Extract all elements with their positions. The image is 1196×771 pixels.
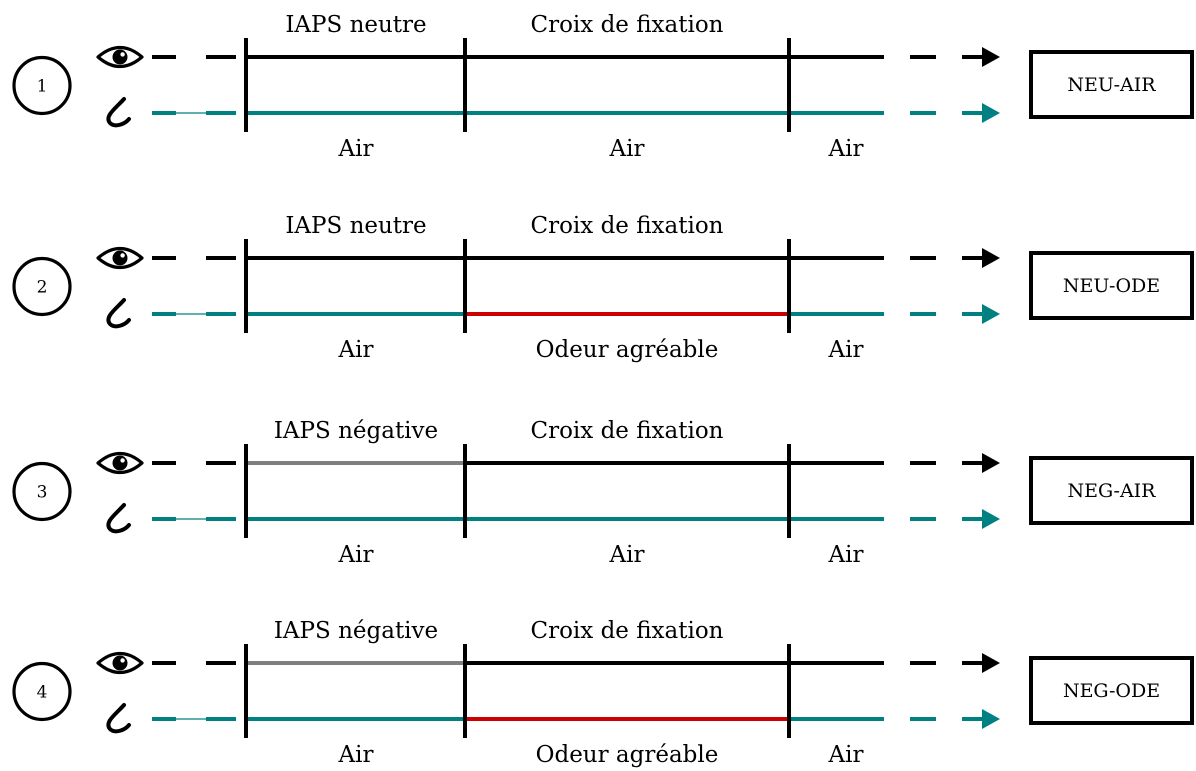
condition-number: 4 — [37, 683, 48, 703]
visual-label: Croix de fixation — [530, 12, 723, 38]
eye-glint — [120, 658, 125, 663]
visual-label: Croix de fixation — [530, 418, 723, 444]
visual-arrow-head — [982, 47, 1000, 67]
visual-label: IAPS neutre — [285, 12, 426, 38]
odor-label: Air — [609, 136, 645, 162]
odor-label: Air — [828, 542, 864, 568]
eye-glint — [120, 253, 125, 258]
visual-arrow-head — [982, 453, 1000, 473]
nose-icon — [106, 298, 131, 329]
odor-label: Odeur agréable — [536, 337, 719, 363]
odor-label: Air — [338, 337, 374, 363]
condition-code: NEG-ODE — [1063, 680, 1160, 702]
odor-arrow-head — [982, 103, 1000, 123]
condition-code-box — [1029, 656, 1194, 725]
condition-code: NEU-ODE — [1063, 275, 1160, 297]
condition-number-circle — [12, 461, 72, 522]
odor-label: Air — [828, 742, 864, 768]
odor-label: Air — [828, 337, 864, 363]
eye-glint — [120, 52, 125, 57]
eye-pupil — [112, 455, 128, 471]
odor-arrow-head — [982, 709, 1000, 729]
nose-icon — [106, 503, 131, 534]
visual-arrow-head — [982, 248, 1000, 268]
condition-code: NEG-AIR — [1068, 480, 1157, 502]
condition-code-box — [1029, 456, 1194, 525]
eye-icon — [96, 451, 144, 475]
nose-icon — [106, 703, 131, 734]
eye-glint — [120, 458, 125, 463]
odor-label: Air — [609, 542, 645, 568]
odor-label: Air — [338, 742, 374, 768]
condition-code-box — [1029, 251, 1194, 320]
eye-icon — [96, 651, 144, 675]
odor-arrow-head — [982, 304, 1000, 324]
condition-code: NEU-AIR — [1067, 74, 1156, 96]
odor-label: Air — [828, 136, 864, 162]
visual-label: IAPS négative — [274, 618, 438, 644]
odor-arrow-head — [982, 509, 1000, 529]
visual-label: Croix de fixation — [530, 618, 723, 644]
eye-icon — [96, 45, 144, 69]
condition-number: 1 — [37, 77, 48, 97]
odor-label: Air — [338, 542, 374, 568]
visual-label: IAPS négative — [274, 418, 438, 444]
condition-number-circle — [12, 256, 72, 317]
condition-number-circle — [12, 55, 72, 116]
condition-number: 3 — [37, 483, 48, 503]
visual-label: IAPS neutre — [285, 213, 426, 239]
odor-label: Air — [338, 136, 374, 162]
odor-label: Odeur agréable — [536, 742, 719, 768]
eye-pupil — [112, 250, 128, 266]
eye-pupil — [112, 655, 128, 671]
nose-icon — [106, 97, 131, 128]
eye-icon — [96, 246, 144, 270]
visual-arrow-head — [982, 653, 1000, 673]
condition-number-circle — [12, 661, 72, 722]
condition-number: 2 — [37, 278, 48, 298]
eye-pupil — [112, 49, 128, 65]
condition-code-box — [1029, 50, 1194, 119]
visual-label: Croix de fixation — [530, 213, 723, 239]
